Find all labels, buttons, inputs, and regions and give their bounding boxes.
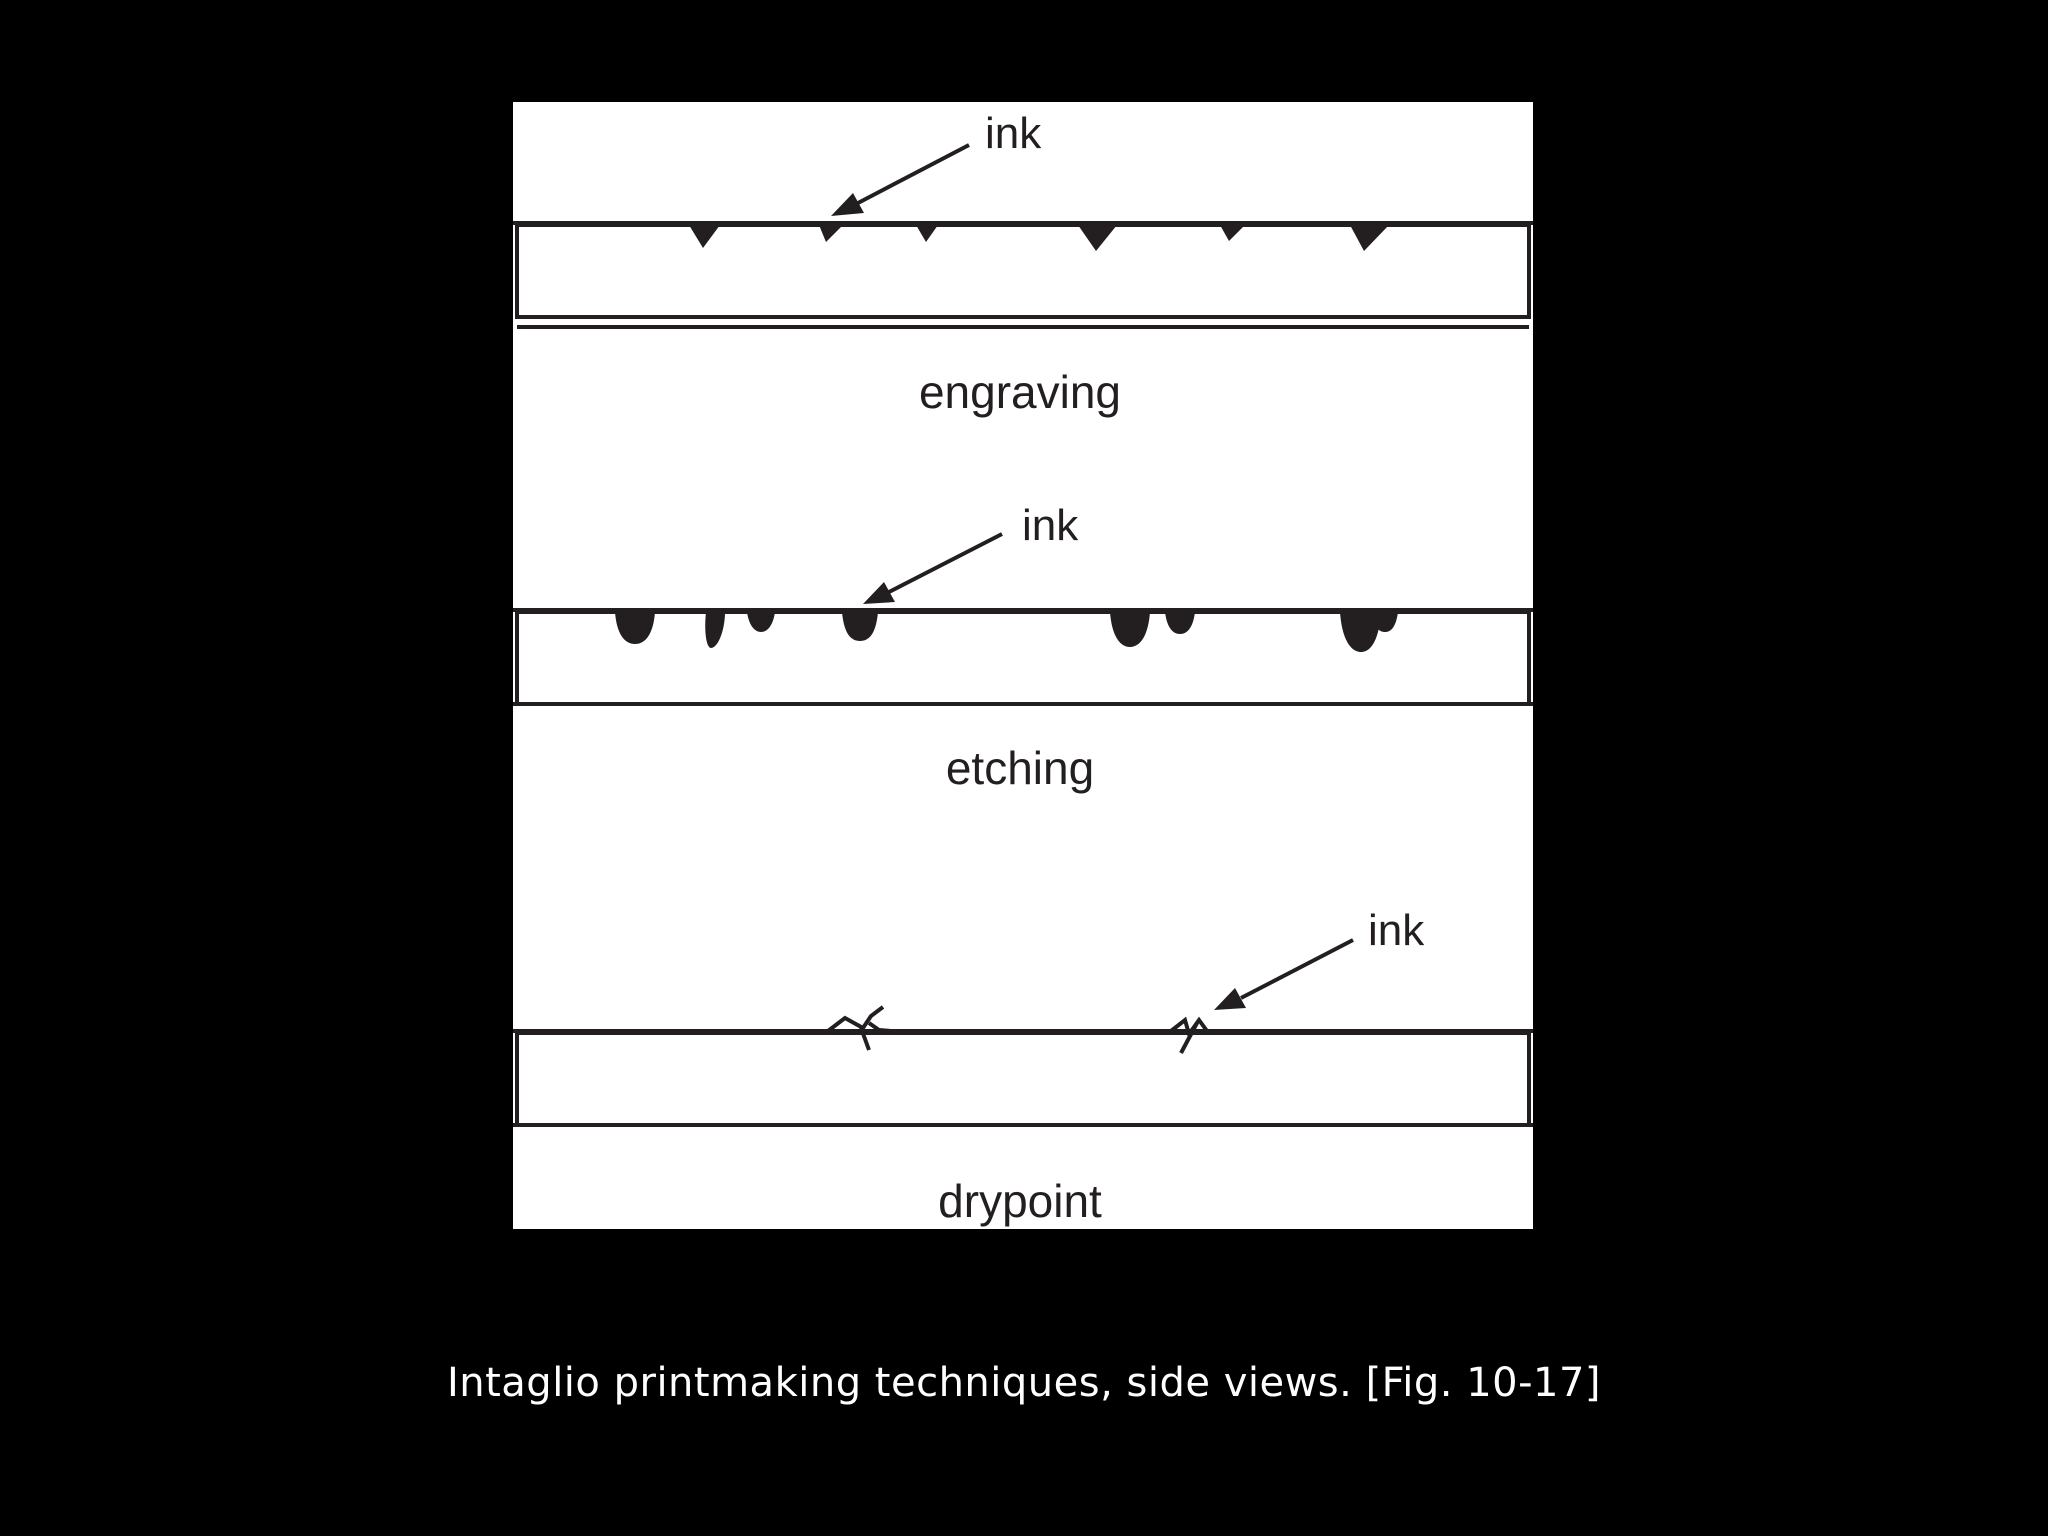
intaglio-diagram: ink (513, 109, 1533, 1227)
engraving-ink-label: ink (985, 109, 1042, 158)
drypoint-label: drypoint (938, 1175, 1102, 1227)
engraving-label: engraving (919, 366, 1121, 418)
etching-panel: ink (513, 501, 1533, 794)
figure-caption: Intaglio printmaking techniques, side vi… (446, 1360, 1602, 1406)
drypoint-ink-label: ink (1368, 906, 1425, 955)
etching-label: etching (946, 742, 1094, 794)
etching-ink-arrow (863, 532, 1003, 604)
drypoint-burrs (826, 1005, 1209, 1054)
etching-plate (513, 608, 1533, 706)
drypoint-panel: ink drypoint (513, 906, 1533, 1227)
engraving-plate (513, 221, 1533, 329)
intaglio-figure: ink (513, 102, 1533, 1229)
etching-ink-label: ink (1022, 501, 1079, 550)
etching-grooves (615, 612, 1398, 652)
engraving-ink-arrow (831, 143, 970, 216)
engraving-panel: ink (513, 109, 1533, 418)
drypoint-ink-arrow (1214, 938, 1354, 1010)
drypoint-plate (513, 1029, 1533, 1127)
engraving-grooves (689, 225, 1389, 251)
